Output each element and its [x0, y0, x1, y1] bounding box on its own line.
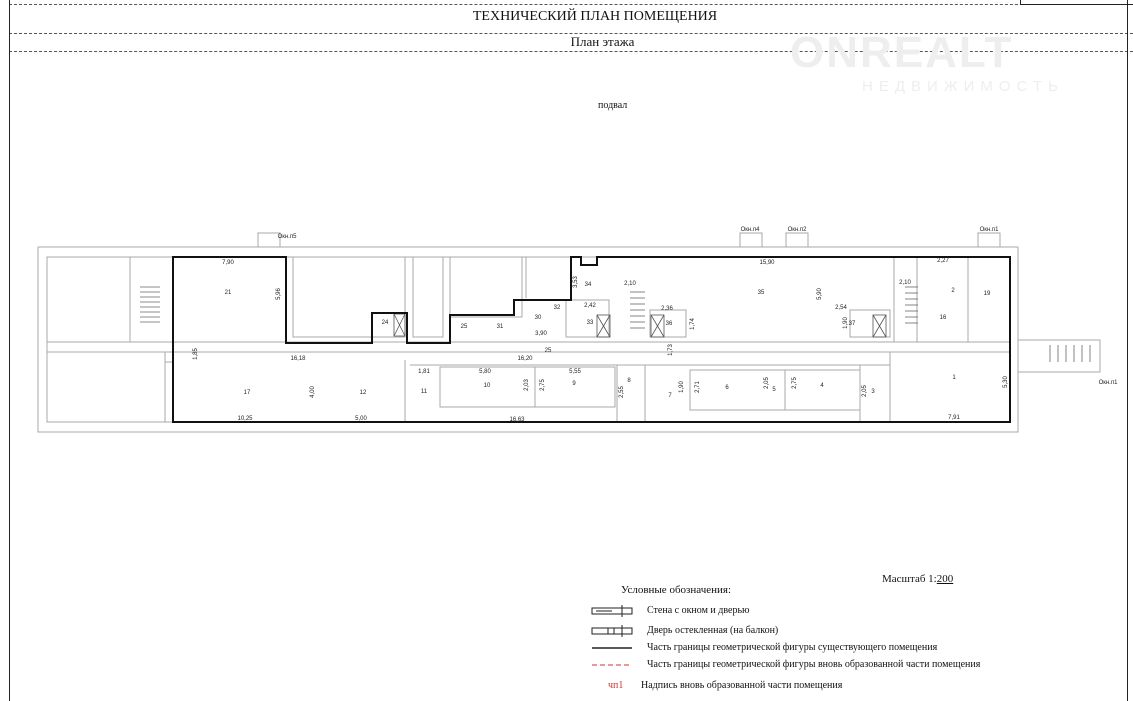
- room-label: 2,10: [899, 280, 911, 286]
- frame-right-border: [1127, 0, 1128, 701]
- room-label: 7,90: [222, 260, 234, 266]
- legend-sample-label: чп1: [608, 680, 624, 691]
- room-label: 1,85: [193, 348, 199, 360]
- room-label: 2,55: [619, 386, 625, 398]
- room-label: 35: [758, 290, 765, 296]
- watermark-logo: ONREALT: [790, 28, 1014, 77]
- scale-prefix: Масштаб 1:: [882, 573, 937, 585]
- room-label: 16,63: [509, 417, 525, 423]
- room-label: 2,42: [584, 303, 596, 309]
- room-label: 2,71: [695, 381, 701, 393]
- room-label: 16,18: [290, 356, 306, 362]
- room-label: 3,53: [573, 276, 579, 288]
- existing-room-boundary: [172, 256, 1011, 423]
- frame-left-border: [9, 0, 10, 701]
- room-label: 16: [940, 315, 947, 321]
- room-label: 37: [849, 321, 856, 327]
- document-title: ТЕХНИЧЕСКИЙ ПЛАН ПОМЕЩЕНИЯ: [472, 9, 718, 24]
- frame-line: [9, 51, 1133, 52]
- opening-label: Окн.п2: [788, 227, 808, 233]
- room-label: 19: [984, 291, 991, 297]
- room-label: 2,05: [764, 377, 770, 389]
- room-label: 8: [627, 378, 631, 384]
- room-label: 17: [244, 390, 251, 396]
- legend-item: Часть границы геометрической фигуры внов…: [647, 659, 981, 670]
- room-label: 3,90: [535, 331, 547, 337]
- frame-top-line: [9, 4, 1133, 5]
- frame-line: [9, 33, 1133, 34]
- legend-item: Надпись вновь образованной части помещен…: [641, 680, 843, 691]
- legend-item: Дверь остекленная (на балкон): [647, 625, 779, 636]
- room-label: 33: [587, 320, 594, 326]
- room-label: 34: [585, 282, 592, 288]
- room-label: 2,10: [624, 281, 636, 287]
- room-label: 31: [497, 324, 504, 330]
- floor-label: подвал: [598, 100, 628, 111]
- room-label: 2: [951, 288, 955, 294]
- room-label: 10: [484, 383, 491, 389]
- opening-label: Окн.п1: [980, 227, 1000, 233]
- room-label: 5,30: [1003, 376, 1009, 388]
- room-label: 2,36: [661, 306, 673, 312]
- room-label: 11: [421, 389, 428, 395]
- lift-shafts: [393, 313, 887, 338]
- legend-item: Часть границы геометрической фигуры суще…: [647, 642, 938, 653]
- opening-label: Окн.п1: [1099, 380, 1119, 386]
- room-label: 2,05: [862, 385, 868, 397]
- room-label: 25: [545, 348, 552, 354]
- room-label: 7,91: [948, 415, 960, 421]
- room-label: 12: [360, 390, 367, 396]
- room-label: 7: [668, 393, 672, 399]
- document-subtitle: План этажа: [570, 34, 635, 49]
- room-label: 1,74: [690, 318, 696, 330]
- room-label: 21: [225, 290, 232, 296]
- room-label: 3: [871, 389, 875, 395]
- room-label: 2,54: [835, 305, 847, 311]
- room-label: 1: [952, 375, 956, 381]
- room-label: 16,20: [517, 356, 533, 362]
- scale-label: Масштаб 1:200: [882, 573, 953, 585]
- room-label: 6: [725, 385, 729, 391]
- room-label: 5,55: [569, 369, 581, 375]
- room-label: 5: [772, 387, 776, 393]
- stairs: [140, 286, 1091, 362]
- room-label: 32: [554, 305, 561, 311]
- room-label: 4,00: [310, 386, 316, 398]
- opening-label: Окн.п5: [278, 234, 298, 240]
- room-label: 30: [535, 315, 542, 321]
- room-label: 2,75: [792, 377, 798, 389]
- room-label: 5,80: [479, 369, 491, 375]
- scale-value: 200: [936, 573, 954, 585]
- room-label: 1,90: [679, 381, 685, 393]
- corner-stamp-box: [1020, 0, 1133, 5]
- room-label: 2,27: [937, 258, 949, 264]
- legend-title: Условные обозначения:: [621, 584, 732, 596]
- room-label: 36: [666, 321, 673, 327]
- room-label: 24: [382, 320, 389, 326]
- room-label: 5,96: [276, 288, 282, 300]
- room-label: 2,75: [540, 379, 546, 391]
- room-label: 1,90: [843, 317, 849, 329]
- room-label: 10,25: [237, 416, 253, 422]
- room-label: 1,73: [668, 344, 674, 356]
- room-label: 5,00: [355, 416, 367, 422]
- opening-label: Окн.п4: [741, 227, 761, 233]
- room-label: 15,90: [759, 260, 775, 266]
- room-label: 2,03: [524, 379, 530, 391]
- room-label: 4: [820, 383, 824, 389]
- room-label: 9: [572, 381, 576, 387]
- watermark-tagline: НЕДВИЖИМОСТЬ: [862, 78, 1064, 95]
- room-label: 5,90: [817, 288, 823, 300]
- legend-item: Стена с окном и дверью: [647, 605, 750, 616]
- room-label: 1,81: [418, 369, 430, 375]
- room-label: 25: [461, 324, 468, 330]
